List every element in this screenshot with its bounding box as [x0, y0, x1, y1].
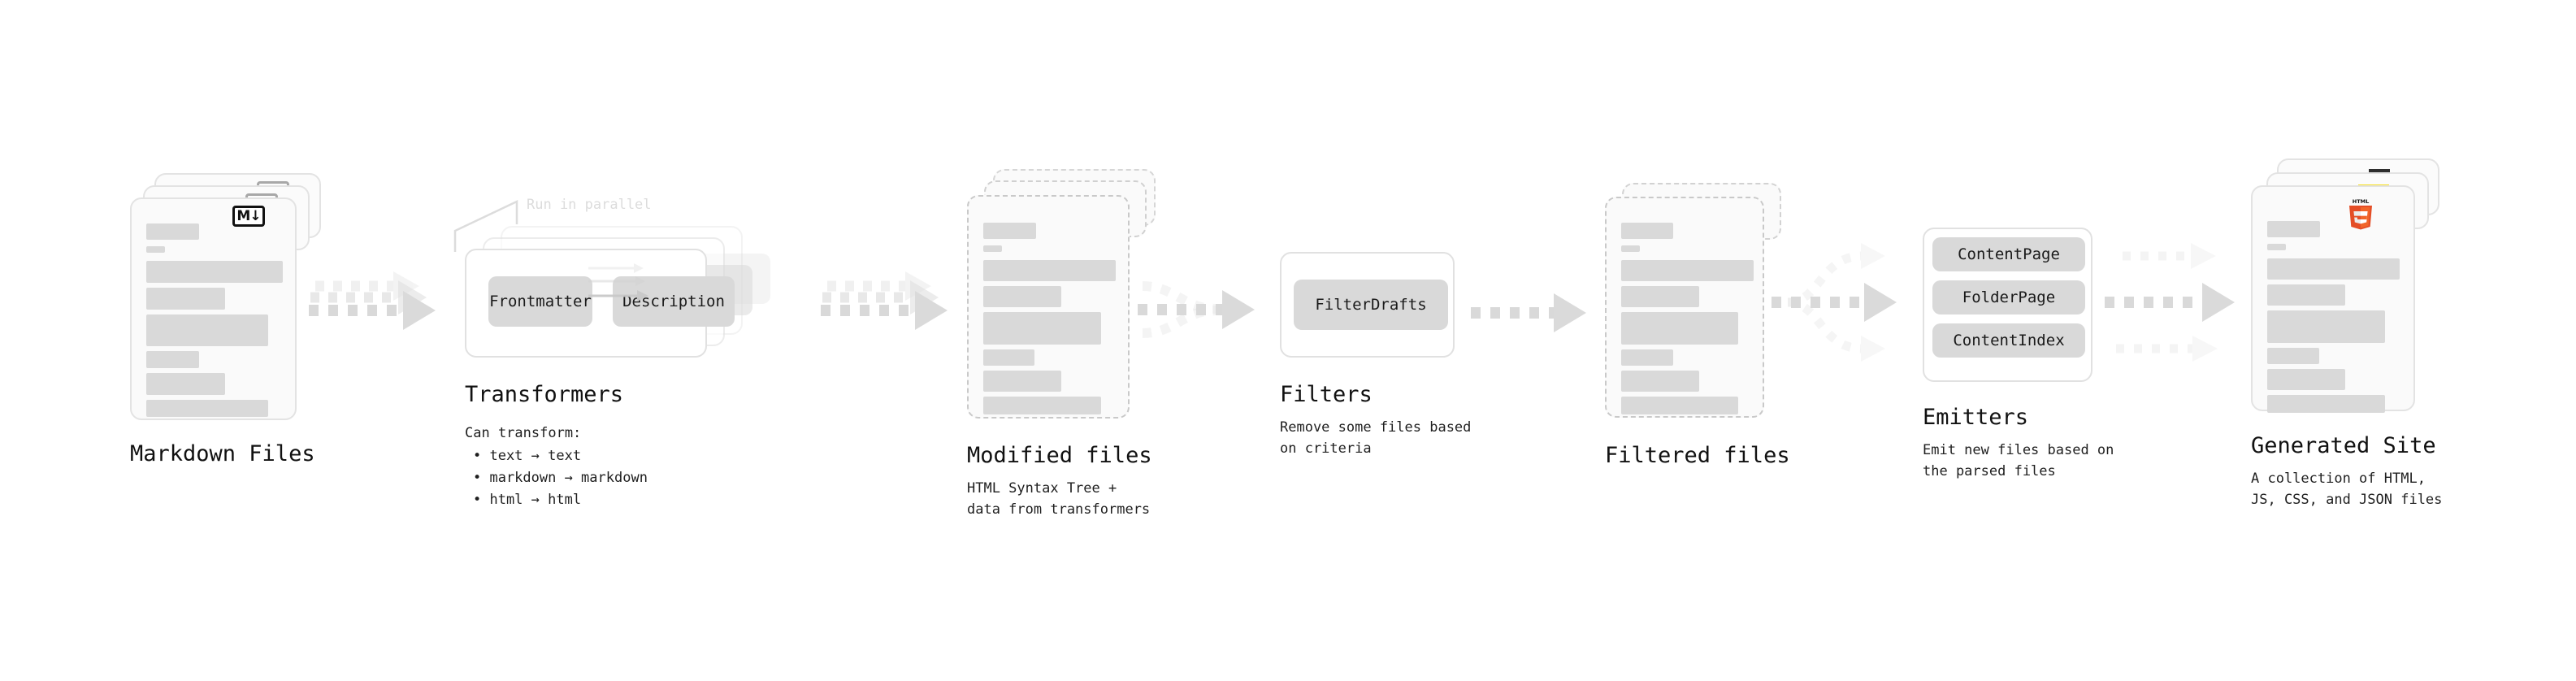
emitter-chip-folderpage[interactable]: FolderPage — [1932, 280, 2085, 314]
stage-title-emitters: Emitters — [1923, 405, 2029, 430]
doc-line — [2267, 258, 2400, 280]
doc-line — [2267, 348, 2319, 364]
stage-title-modified-files: Modified files — [967, 443, 1152, 468]
doc-line — [1621, 223, 1673, 239]
markdown-icon: M↓ — [232, 206, 265, 227]
doc-line — [983, 371, 1061, 392]
transformers-bullet-0: • text → text — [473, 448, 582, 464]
doc-line — [2267, 310, 2385, 343]
doc-line — [146, 288, 225, 310]
emitter-chip-contentindex[interactable]: ContentIndex — [1932, 323, 2085, 358]
doc-line — [983, 260, 1116, 281]
doc-line — [1621, 349, 1673, 366]
stage-title-markdown-files: Markdown Files — [130, 441, 315, 466]
doc-line — [983, 397, 1101, 414]
stage-desc-emitters: Emit new files based on the parsed files — [1923, 442, 2114, 480]
arrow-filtered-to-emitters — [1772, 229, 1926, 375]
filtered-card-front — [1605, 197, 1764, 418]
arrow-emitters-to-site — [2105, 229, 2267, 375]
stage-title-filters: Filters — [1280, 382, 1373, 407]
arrow-transformers-to-modified — [821, 268, 959, 358]
doc-line — [146, 400, 268, 417]
transformers-bullet-1: • markdown → markdown — [473, 470, 648, 486]
transformer-inner-arrows — [588, 263, 648, 301]
arrow-filters-to-filtered — [1471, 288, 1601, 337]
doc-line — [1621, 286, 1699, 307]
doc-line — [983, 312, 1101, 345]
modified-card-front — [967, 195, 1130, 419]
doc-line — [2267, 395, 2385, 413]
transformers-bullet-2: • html → html — [473, 492, 582, 508]
doc-line — [983, 349, 1034, 366]
doc-line — [146, 223, 199, 240]
svg-text:HTML: HTML — [2353, 198, 2369, 205]
doc-line — [2267, 284, 2345, 306]
run-in-parallel-bracket — [453, 200, 518, 252]
doc-line — [1621, 260, 1754, 281]
doc-line — [2267, 369, 2345, 390]
transformer-chip-frontmatter[interactable]: Frontmatter — [488, 276, 592, 327]
emitter-chip-contentpage[interactable]: ContentPage — [1932, 237, 2085, 271]
doc-line — [146, 314, 268, 346]
doc-line — [1621, 371, 1699, 392]
doc-line — [1621, 397, 1738, 414]
arrow-markdown-to-transformers — [309, 268, 447, 358]
doc-line — [146, 351, 199, 368]
doc-line — [146, 373, 225, 395]
arrow-modified-to-filters — [1138, 258, 1288, 364]
stage-title-transformers: Transformers — [465, 382, 624, 407]
doc-line — [1621, 312, 1738, 345]
stage-title-filtered-files: Filtered files — [1605, 443, 1790, 468]
doc-line — [2267, 221, 2320, 237]
run-in-parallel-note: Run in parallel — [527, 197, 652, 213]
doc-line — [146, 246, 165, 253]
stage-desc-transformers: Can transform: — [465, 425, 582, 441]
doc-line — [983, 245, 1002, 252]
doc-line — [1621, 245, 1640, 252]
doc-line — [146, 261, 283, 283]
stage-desc-generated-site: A collection of HTML, JS, CSS, and JSON … — [2251, 471, 2443, 509]
filter-chip-filterdrafts[interactable]: FilterDrafts — [1294, 280, 1448, 330]
site-card-front — [2251, 185, 2415, 413]
html5-icon: HTML — [2347, 197, 2374, 230]
stage-desc-modified-files: HTML Syntax Tree + data from transformer… — [967, 480, 1151, 518]
stage-desc-filters: Remove some files based on criteria — [1280, 419, 1472, 458]
doc-line — [2267, 244, 2286, 250]
doc-line — [983, 286, 1061, 307]
markdown-card-front — [130, 197, 297, 420]
stage-title-generated-site: Generated Site — [2251, 433, 2436, 458]
doc-line — [983, 223, 1036, 239]
transformer-chip-description[interactable]: Description — [613, 276, 735, 327]
